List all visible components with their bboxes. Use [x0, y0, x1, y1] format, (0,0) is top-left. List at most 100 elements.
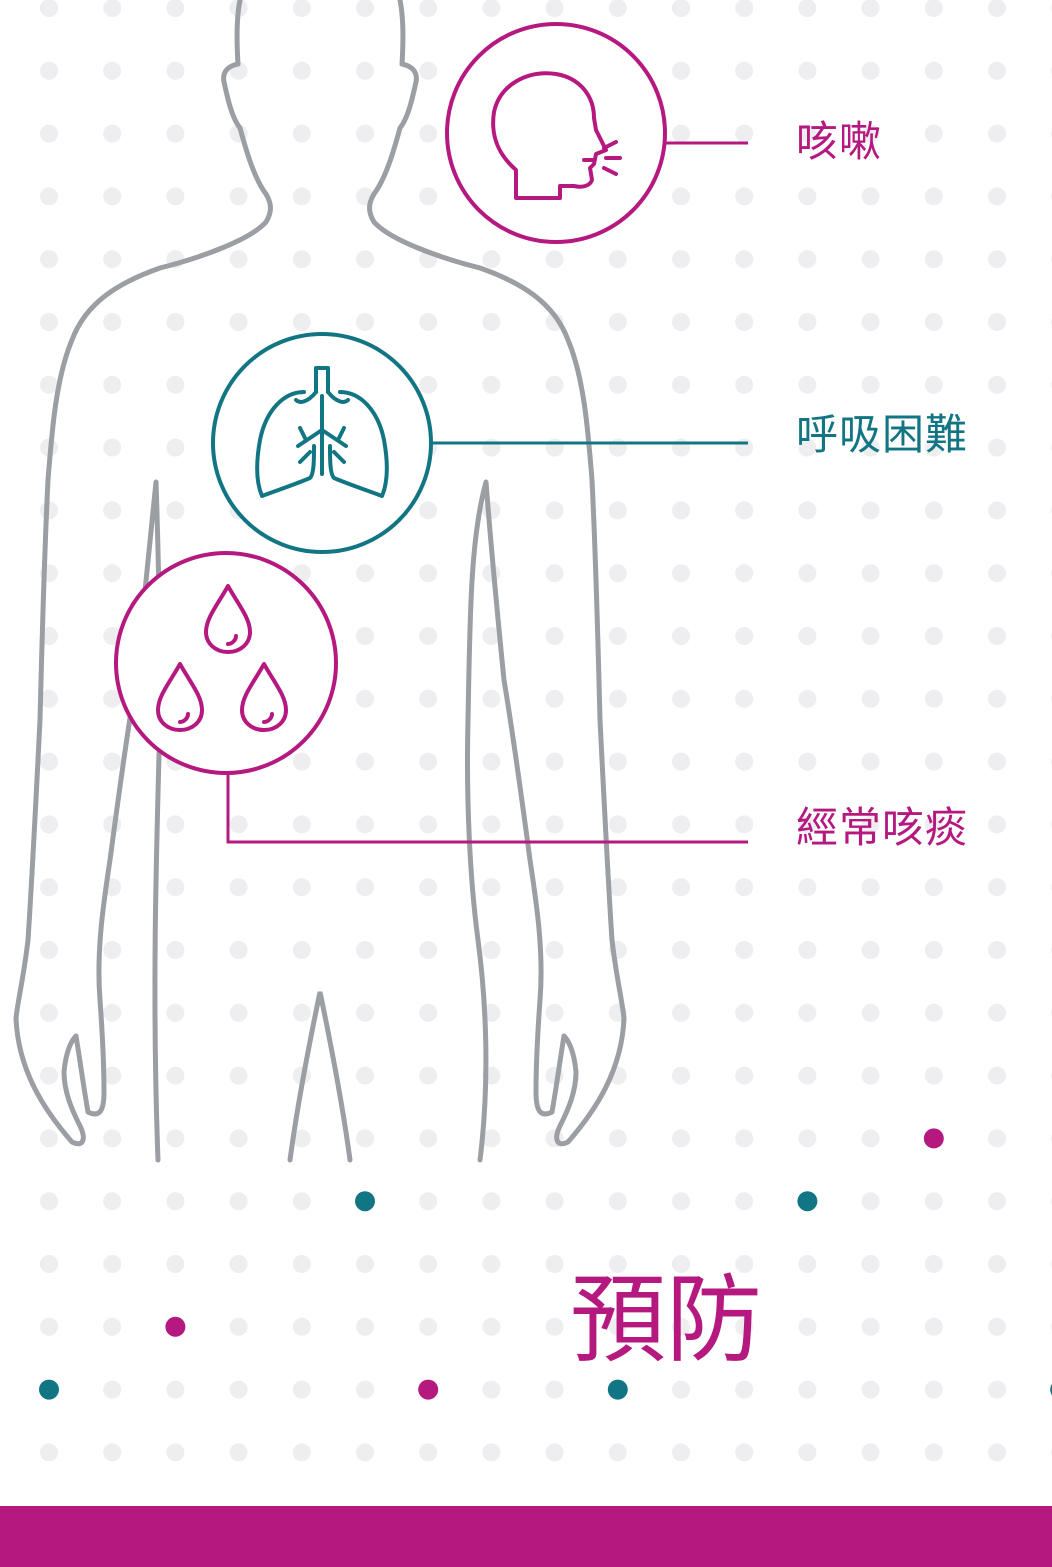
grid-dot: [608, 438, 627, 457]
grid-dot: [861, 689, 880, 708]
grid-dot: [798, 1443, 817, 1462]
accent-dot: [418, 1379, 439, 1400]
grid-dot: [861, 1003, 880, 1022]
grid-dot: [608, 815, 627, 834]
grid-dot: [166, 1380, 185, 1399]
grid-dot: [292, 313, 311, 331]
grid-dot: [735, 815, 754, 834]
grid-dot: [166, 124, 185, 143]
grid-dot: [229, 878, 248, 897]
grid-dot: [672, 187, 690, 206]
grid-dot: [356, 1317, 374, 1336]
grid-dot: [672, 501, 690, 520]
grid-dot: [419, 878, 438, 897]
grid-dot: [861, 1317, 880, 1336]
grid-dot: [356, 1255, 374, 1273]
droplets-icon: [156, 584, 288, 732]
grid-dot: [545, 0, 564, 17]
grid-dot: [798, 1380, 817, 1399]
grid-dot: [419, 1255, 438, 1273]
grid-dot: [103, 1003, 122, 1022]
grid-dot: [229, 815, 248, 834]
grid-dot: [40, 375, 58, 394]
grid-dot: [103, 0, 122, 17]
grid-dot: [482, 627, 501, 645]
grid-dot: [861, 61, 880, 80]
grid-dot: [924, 313, 943, 331]
grid-dot: [924, 501, 943, 520]
grid-dot: [861, 0, 880, 17]
grid-dot: [419, 564, 438, 583]
grid-dot: [545, 1380, 564, 1399]
grid-dot: [419, 1192, 438, 1211]
grid-dot: [861, 1192, 880, 1211]
grid-dot: [419, 1129, 438, 1148]
grid-dot: [103, 1192, 122, 1211]
grid-dot: [40, 878, 58, 897]
grid-dot: [924, 752, 943, 771]
grid-dot: [798, 61, 817, 80]
grid-dot: [545, 941, 564, 959]
grid-dot: [861, 815, 880, 834]
grid-dot: [672, 941, 690, 959]
grid-dot: [608, 375, 627, 394]
grid-dot: [292, 124, 311, 143]
grid-dot: [861, 1380, 880, 1399]
grid-dot: [292, 1255, 311, 1273]
grid-dot: [798, 124, 817, 143]
grid-dot: [798, 187, 817, 206]
grid-dot: [292, 1129, 311, 1148]
grid-dot: [735, 187, 754, 206]
grid-dot: [419, 61, 438, 80]
grid-dot: [103, 752, 122, 771]
grid-dot: [545, 815, 564, 834]
grid-dot: [924, 689, 943, 708]
grid-dot: [988, 1066, 1006, 1085]
grid-dot: [229, 1192, 248, 1211]
grid-dot: [735, 1129, 754, 1148]
grid-dot: [988, 627, 1006, 645]
grid-dot: [672, 815, 690, 834]
grid-dot: [292, 187, 311, 206]
grid-dot: [924, 61, 943, 80]
grid-dot: [482, 438, 501, 457]
grid-dot: [482, 1255, 501, 1273]
accent-dot: [355, 1191, 375, 1212]
grid-dot: [166, 1003, 185, 1022]
grid-dot: [482, 313, 501, 331]
grid-dot: [672, 61, 690, 80]
grid-dot: [924, 564, 943, 583]
grid-dot: [735, 313, 754, 331]
grid-dot: [861, 438, 880, 457]
grid-dot: [798, 689, 817, 708]
grid-dot: [103, 1066, 122, 1085]
grid-dot: [672, 878, 690, 897]
grid-dot: [166, 438, 185, 457]
grid-dot: [988, 752, 1006, 771]
grid-dot: [798, 250, 817, 269]
grid-dot: [166, 1192, 185, 1211]
grid-dot: [608, 564, 627, 583]
grid-dot: [229, 941, 248, 959]
grid-dot: [735, 0, 754, 17]
grid-dot: [672, 124, 690, 143]
grid-dot: [988, 1255, 1006, 1273]
grid-dot: [672, 1255, 690, 1273]
grid-dot: [482, 1317, 501, 1336]
grid-dot: [798, 438, 817, 457]
grid-dot: [988, 1192, 1006, 1211]
grid-dot: [735, 438, 754, 457]
grid-dot: [608, 752, 627, 771]
grid-dot: [103, 1443, 122, 1462]
grid-dot: [861, 627, 880, 645]
grid-dot: [672, 689, 690, 708]
grid-dot: [419, 501, 438, 520]
grid-dot: [229, 250, 248, 269]
grid-dot: [40, 187, 58, 206]
grid-dot: [672, 1003, 690, 1022]
grid-dot: [735, 878, 754, 897]
grid-dot: [672, 438, 690, 457]
grid-dot: [356, 61, 374, 80]
grid-dot: [419, 627, 438, 645]
